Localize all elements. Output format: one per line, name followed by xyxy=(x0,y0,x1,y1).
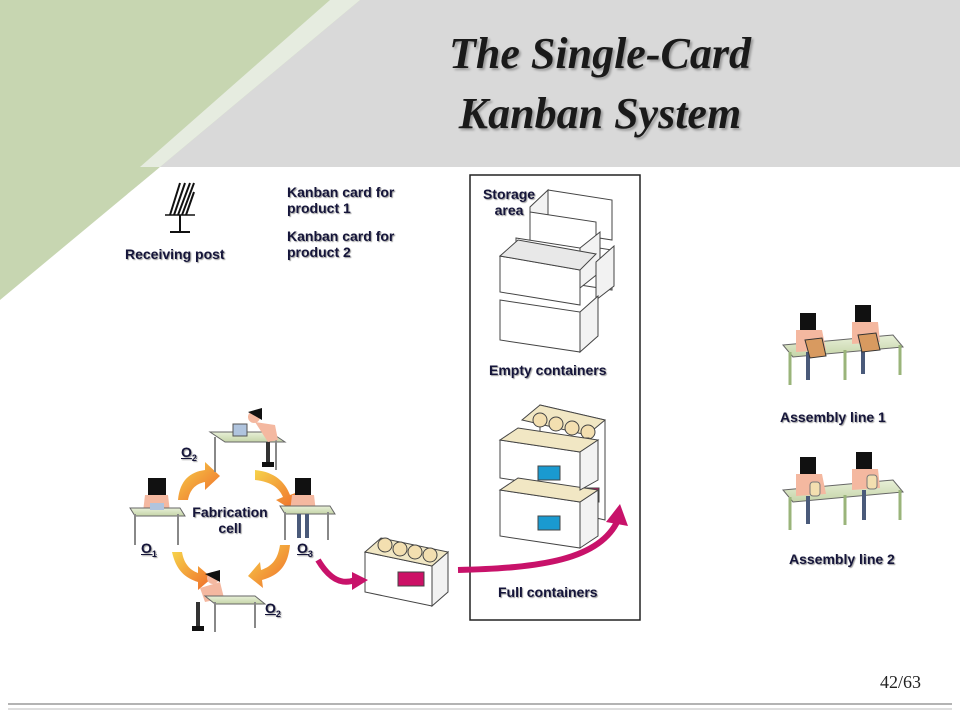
slide-title-line-1: The Single-Card xyxy=(449,29,751,78)
assembly-line-1-icon xyxy=(782,305,904,385)
fabrication-cell-label: Fabrication cell xyxy=(192,504,268,536)
operation-o1-label: O1 xyxy=(141,540,157,559)
storage-area-frame xyxy=(469,174,641,621)
receiving-post-label: Receiving post xyxy=(125,246,225,262)
operation-o2-top-label: O2 xyxy=(181,444,197,463)
page-number: 42/63 xyxy=(880,672,922,692)
empty-containers-label: Empty containers xyxy=(489,362,607,378)
assembly-line-1-label: Assembly line 1 xyxy=(780,409,886,425)
assembly-line-2-label: Assembly line 2 xyxy=(789,551,895,567)
storage-area-label: Storage area xyxy=(482,186,536,218)
kanban-card-product-2-label: Kanban card for product 2 xyxy=(287,228,395,260)
full-containers-label: Full containers xyxy=(498,584,598,600)
arrow-icon xyxy=(315,504,628,590)
empty-container-stack xyxy=(498,188,615,354)
operation-o3-label: O3 xyxy=(297,540,313,559)
kanban-card-product-1-label: Kanban card for product 1 xyxy=(287,184,395,216)
operation-o2-bottom-label: O2 xyxy=(265,600,281,619)
worker-icon xyxy=(129,408,336,632)
transit-container xyxy=(363,537,450,608)
cycle-arrows xyxy=(172,462,298,590)
full-container-stack xyxy=(498,404,607,549)
assembly-line-2-icon xyxy=(782,452,904,530)
slide-title-line-2: Kanban System xyxy=(458,89,742,138)
receiving-post-icon xyxy=(165,182,195,233)
